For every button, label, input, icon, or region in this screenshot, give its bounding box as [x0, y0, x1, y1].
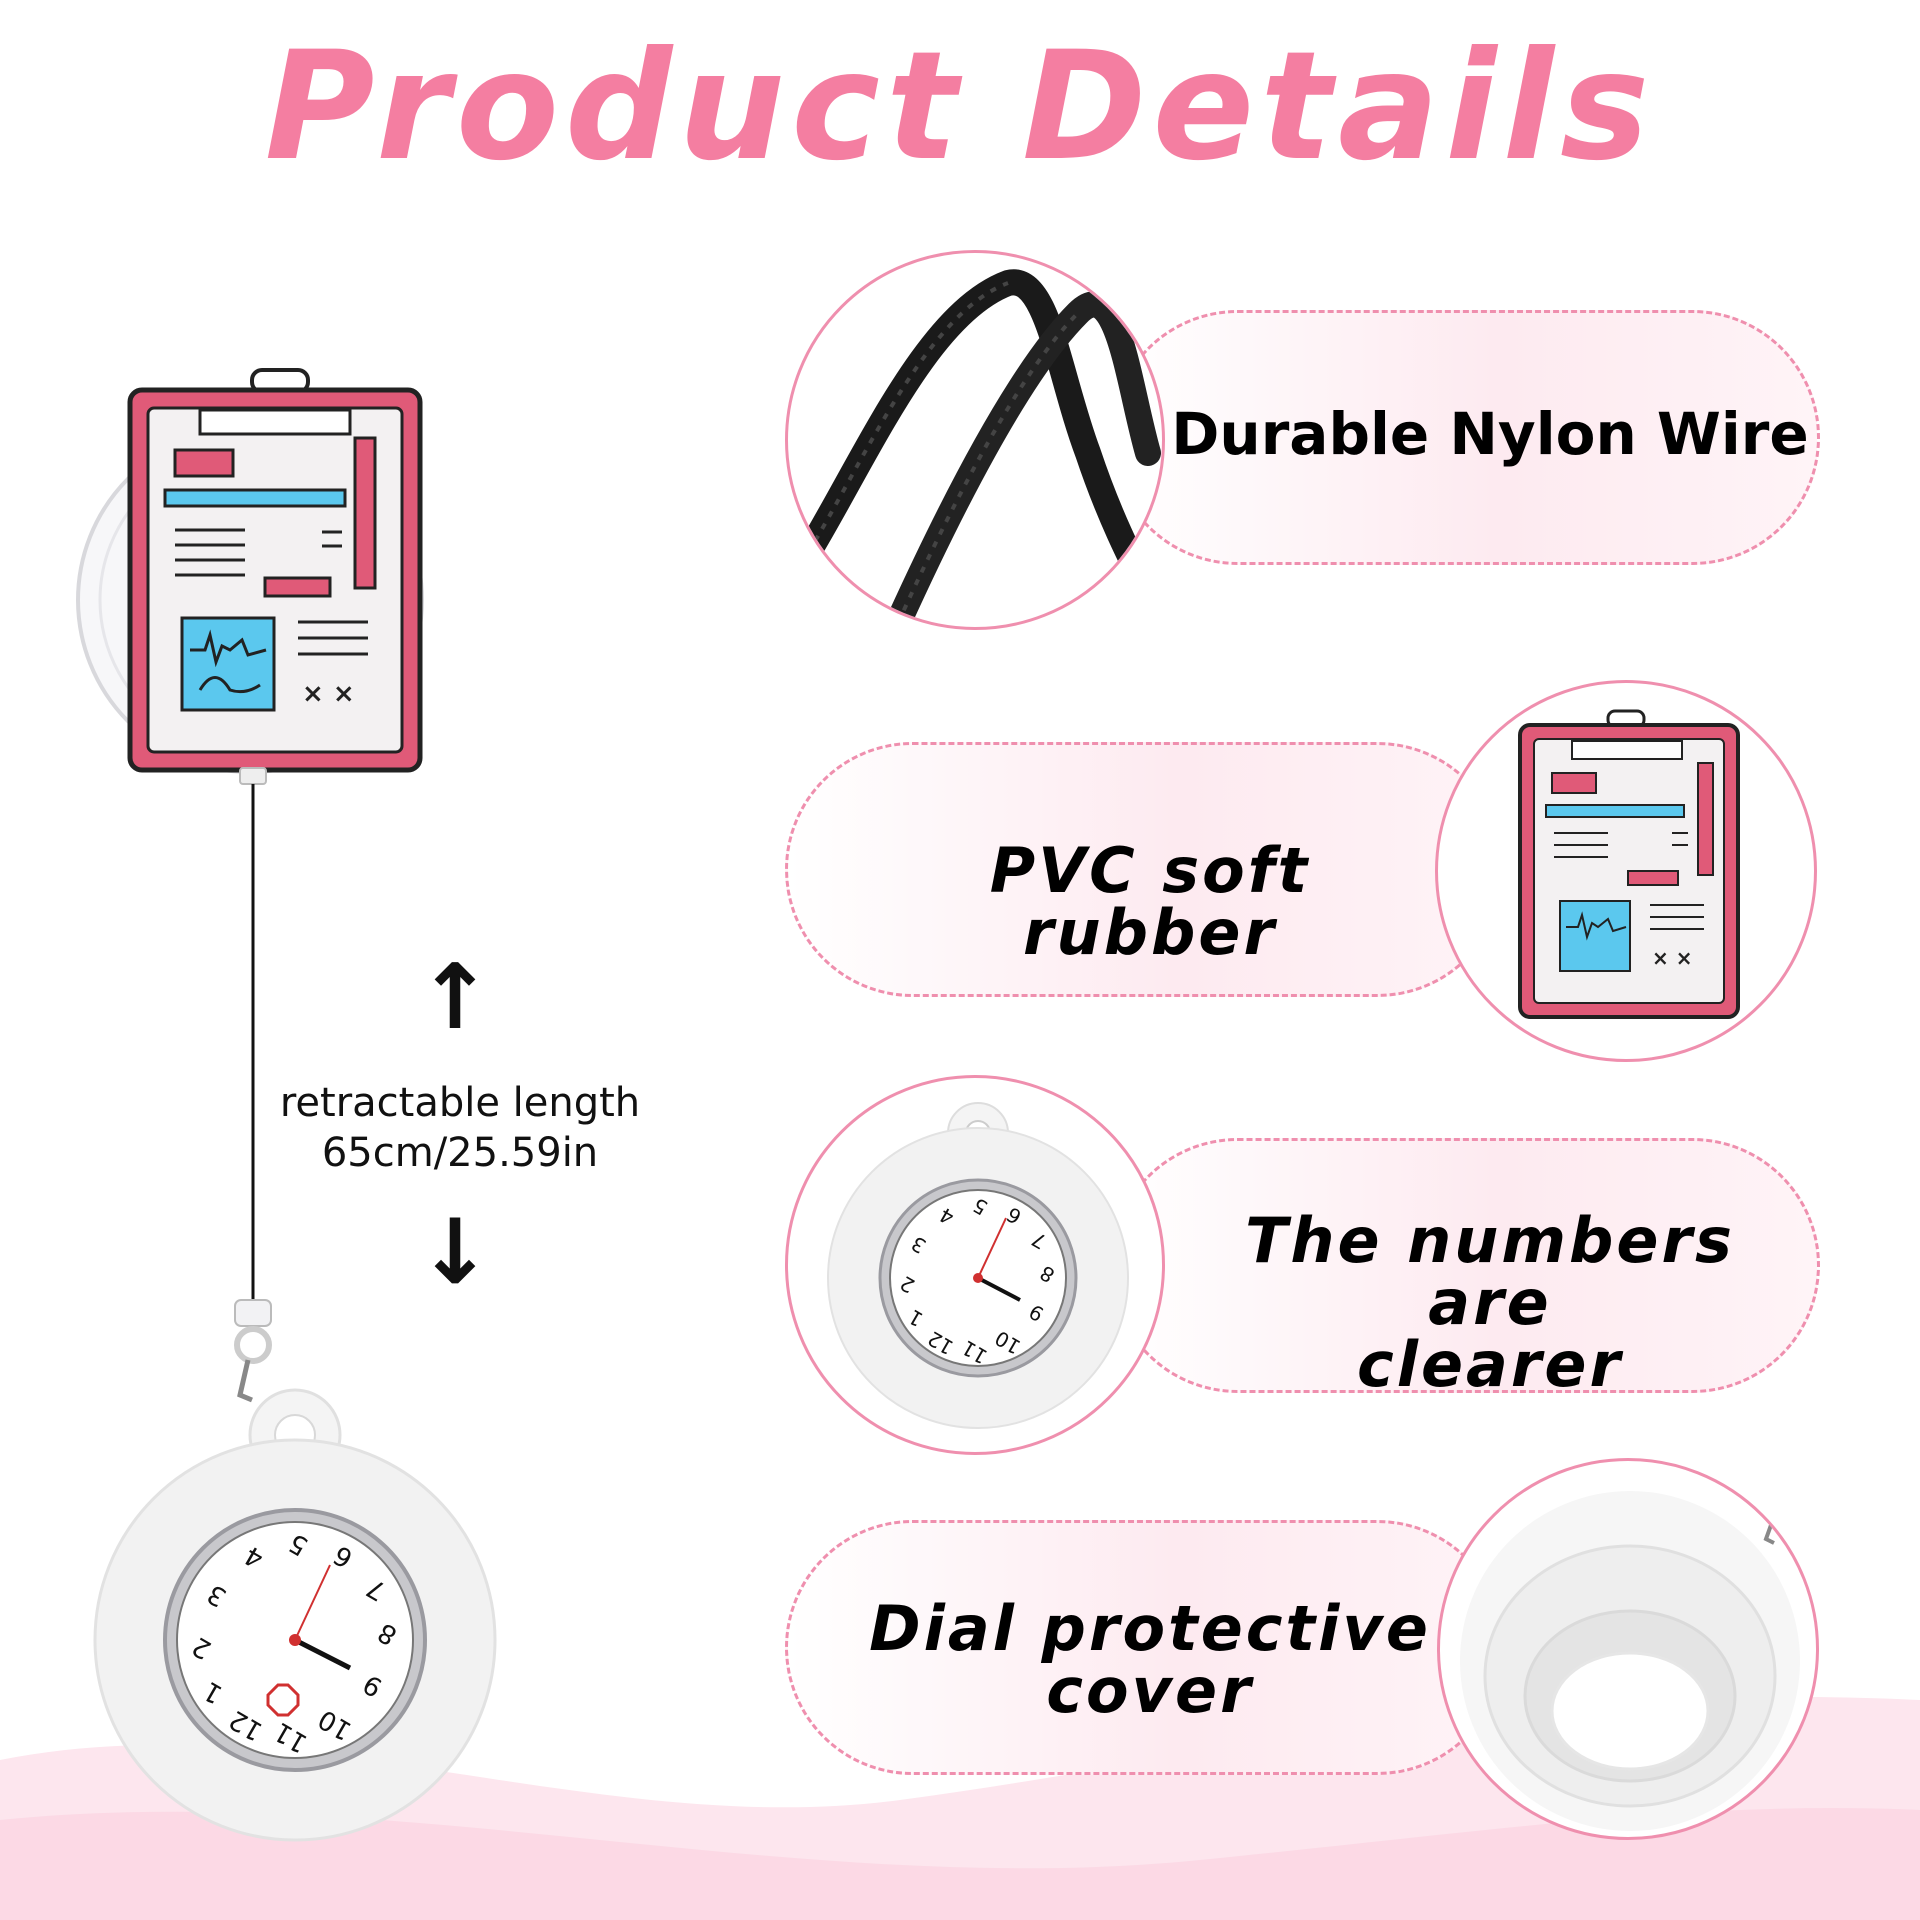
retractable-length-label: retractable length 65cm/25.59in	[270, 1078, 650, 1178]
nylon-wire-photo	[785, 250, 1165, 630]
feature-card-cover	[785, 1520, 1505, 1775]
arrow-down-icon: ↓	[417, 1200, 493, 1305]
arrow-up-icon: ↑	[417, 945, 493, 1050]
svg-text:× ×: × ×	[302, 679, 355, 709]
feature-card-nylon	[1110, 310, 1820, 565]
cover-icon	[1460, 1491, 1800, 1831]
clipboard-icon: × ×	[1518, 709, 1740, 1019]
silicone-cover-photo	[1437, 1458, 1819, 1840]
badge-reel-product: × × 12 1 2 3 4 5 6 7 8 9 10 11	[76, 368, 497, 1842]
feature-card-numbers	[1110, 1138, 1820, 1393]
feature-label-cover-line2: cover	[1046, 1654, 1254, 1727]
svg-text:× ×: × ×	[1652, 946, 1692, 970]
feature-label-numbers-line1: The numbers are	[1245, 1204, 1735, 1339]
feature-label-cover: Dial protective cover	[860, 1598, 1440, 1722]
page-title: Product Details	[264, 20, 1656, 194]
feature-card-pvc	[785, 742, 1505, 997]
retractable-line-2: 65cm/25.59in	[321, 1130, 599, 1176]
clipboard-badge-photo: × ×	[1435, 680, 1817, 1062]
retractable-line-1: retractable length	[279, 1080, 641, 1126]
feature-label-pvc: PVC soft rubber	[989, 834, 1311, 969]
feature-label-nylon: Durable Nylon Wire	[1171, 400, 1809, 468]
feature-label-cover-line1: Dial protective	[869, 1592, 1431, 1665]
nylon-wire-icon	[795, 269, 1162, 627]
feature-label-numbers-line2: clearer	[1356, 1328, 1624, 1401]
feature-label-numbers: The numbers are clearer	[1190, 1210, 1790, 1396]
